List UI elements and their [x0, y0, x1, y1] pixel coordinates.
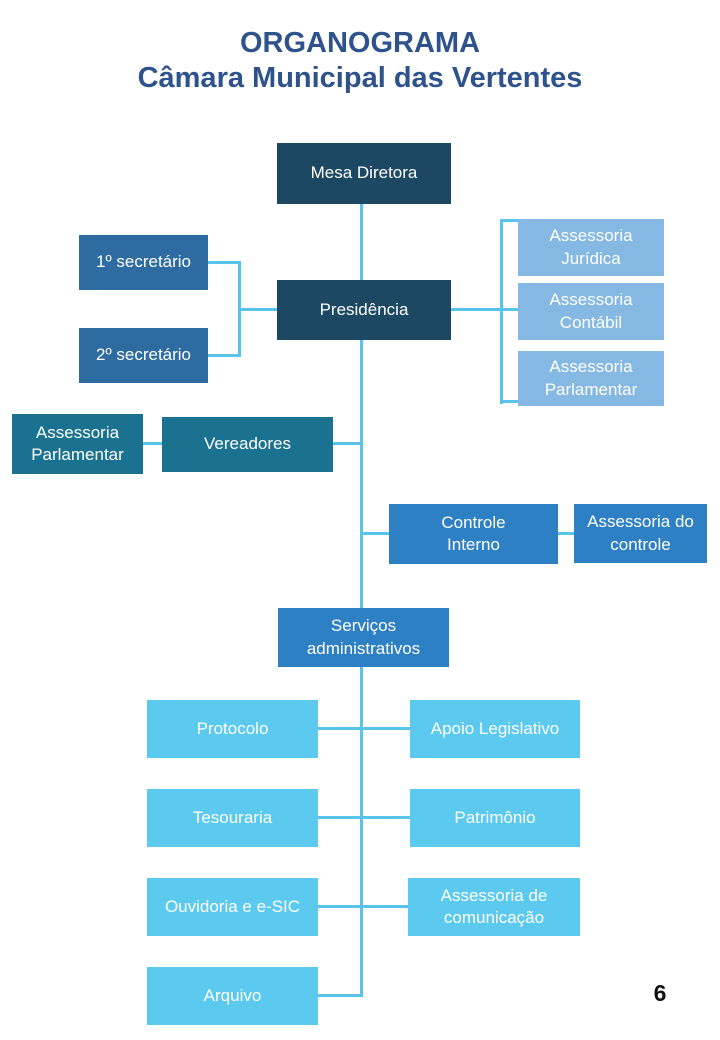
connector-secretarios-bracket: [238, 261, 241, 357]
node-1-secretario: 1º secretário: [79, 235, 208, 290]
connector-mesa-presidencia: [360, 204, 363, 281]
connector-secretario2-stub: [208, 354, 240, 357]
node-servicos-administrativos: Serviços administrativos: [278, 608, 449, 667]
connector-trunk-controle: [361, 532, 389, 535]
node-2-secretario: 2º secretário: [79, 328, 208, 383]
page-number: 6: [653, 980, 667, 1006]
node-controle-interno: Controle Interno: [389, 504, 558, 564]
node-presidencia: Presidência: [277, 280, 451, 340]
connector-row2: [318, 816, 410, 819]
connector-controle-assessoria: [558, 532, 574, 535]
connector-servicos-trunk-lower: [360, 667, 363, 997]
connector-presidencia-servicos: [360, 340, 363, 608]
connector-contabil-stub: [502, 308, 518, 311]
title-line-2: Câmara Municipal das Vertentes: [137, 62, 583, 95]
connector-presidencia-assessorias: [451, 308, 502, 311]
connector-parlamentar-stub: [502, 400, 518, 403]
connector-assessorias-bracket: [500, 219, 503, 404]
node-arquivo: Arquivo: [147, 967, 318, 1025]
node-apoio-legislativo: Apoio Legislativo: [410, 700, 580, 758]
node-assessoria-contabil: Assessoria Contábil: [518, 283, 664, 340]
node-vereadores: Vereadores: [162, 417, 333, 472]
node-assessoria-parlamentar-esquerda: Assessoria Parlamentar: [12, 414, 143, 474]
node-protocolo: Protocolo: [147, 700, 318, 758]
node-patrimonio: Patrimônio: [410, 789, 580, 847]
node-tesouraria: Tesouraria: [147, 789, 318, 847]
connector-bracket-presidencia: [240, 308, 277, 311]
node-assessoria-parlamentar-direita: Assessoria Parlamentar: [518, 351, 664, 406]
node-assessoria-comunicacao: Assessoria de comunicação: [408, 878, 580, 936]
connector-juridica-stub: [502, 219, 518, 222]
title-line-1: ORGANOGRAMA: [239, 27, 481, 59]
connector-row3: [318, 905, 408, 908]
node-mesa-diretora: Mesa Diretora: [277, 143, 451, 204]
connector-arquivo: [318, 994, 363, 997]
connector-assessoria-vereadores: [143, 442, 162, 445]
node-assessoria-juridica: Assessoria Jurídica: [518, 219, 664, 276]
page-title: ORGANOGRAMA Câmara Municipal das Vertent…: [0, 26, 720, 97]
node-ouvidoria-esic: Ouvidoria e e-SIC: [147, 878, 318, 936]
connector-row1: [318, 727, 410, 730]
connector-vereadores-trunk: [333, 442, 362, 445]
connector-secretario1-stub: [208, 261, 240, 264]
node-assessoria-do-controle: Assessoria do controle: [574, 504, 707, 563]
